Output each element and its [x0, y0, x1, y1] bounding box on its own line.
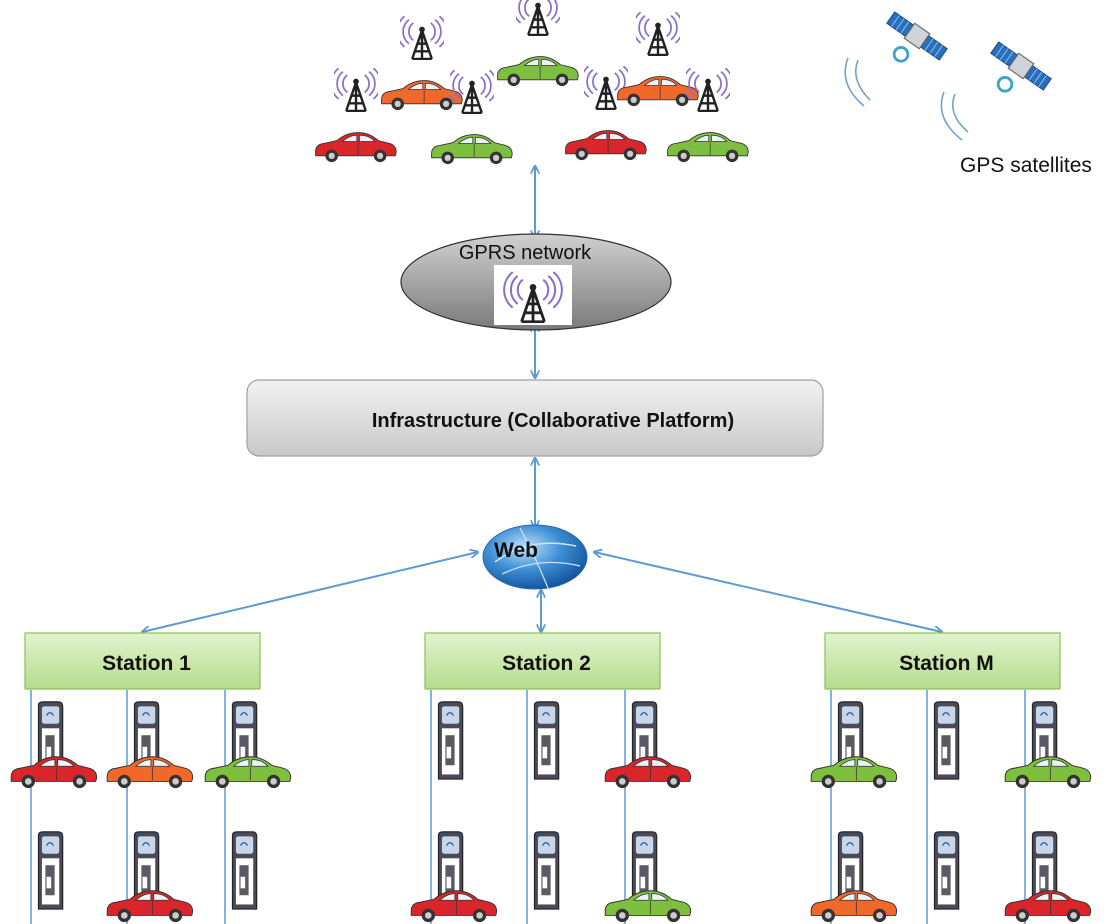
fleet-vehicle — [497, 0, 579, 87]
car-icon — [810, 756, 898, 789]
car-icon — [604, 756, 692, 789]
car-icon — [106, 890, 194, 923]
stations-group: Station 1 Station 2 Station M — [10, 632, 1092, 924]
car-icon — [617, 76, 699, 107]
charging-station-icon — [437, 701, 464, 780]
web-label: Web — [494, 539, 538, 562]
infrastructure-label: Infrastructure (Collaborative Platform) — [372, 410, 734, 432]
satellite-icon — [988, 38, 1054, 94]
antenna-tower-icon — [636, 11, 680, 56]
car-icon — [667, 132, 749, 163]
car-icon — [565, 130, 647, 161]
fleet-vehicle — [565, 65, 647, 161]
signal-wave-icon — [940, 91, 963, 141]
web-stationM-arrow — [594, 552, 942, 632]
station-label: Station 2 — [502, 652, 591, 675]
antenna-tower-icon — [400, 15, 444, 60]
station-label: Station 1 — [102, 652, 191, 675]
gprs-network-label: GPRS network — [459, 242, 592, 264]
car-icon — [315, 132, 397, 163]
antenna-tower-icon — [516, 0, 560, 36]
station-1: Station 1 — [10, 632, 292, 924]
car-icon — [106, 756, 194, 789]
car-icon — [204, 756, 292, 789]
station-2: Station 2 — [410, 632, 692, 924]
car-icon — [431, 134, 513, 165]
gps-satellites-label: GPS satellites — [960, 154, 1092, 177]
car-icon — [497, 56, 579, 87]
station-box — [24, 632, 261, 690]
charging-station-icon — [933, 831, 960, 910]
signal-wave-icon — [952, 93, 969, 133]
antenna-tower-icon — [686, 67, 730, 112]
charging-station-icon — [533, 701, 560, 780]
fleet-vehicle — [431, 69, 513, 165]
vehicle-fleet-group — [315, 0, 749, 165]
signal-wave-icon — [844, 57, 865, 107]
gps-satellites-group: GPS satellites — [844, 8, 1092, 177]
car-icon — [604, 890, 692, 923]
gprs-network-node: GPRS network — [400, 233, 672, 331]
fleet-vehicle — [667, 67, 749, 163]
web-node: Web — [482, 524, 588, 590]
car-icon — [410, 890, 498, 923]
car-icon — [810, 890, 898, 923]
satellite-icon — [884, 8, 950, 64]
car-icon — [1004, 890, 1092, 923]
antenna-tower-icon — [450, 69, 494, 114]
station-box — [824, 632, 1061, 690]
charging-station-icon — [533, 831, 560, 910]
web-station1-arrow — [142, 552, 478, 632]
antenna-tower-icon — [334, 67, 378, 112]
charging-station-icon — [231, 831, 258, 910]
infrastructure-platform-node: Infrastructure (Collaborative Platform) — [246, 379, 824, 457]
charging-station-icon — [933, 701, 960, 780]
station-3: Station M — [810, 632, 1092, 924]
signal-wave-icon — [855, 59, 871, 101]
charging-station-icon — [37, 831, 64, 910]
station-box — [424, 632, 661, 690]
station-label: Station M — [899, 652, 994, 675]
car-icon — [1004, 756, 1092, 789]
fleet-vehicle — [617, 11, 699, 107]
fleet-vehicle — [315, 67, 397, 163]
car-icon — [10, 756, 98, 789]
